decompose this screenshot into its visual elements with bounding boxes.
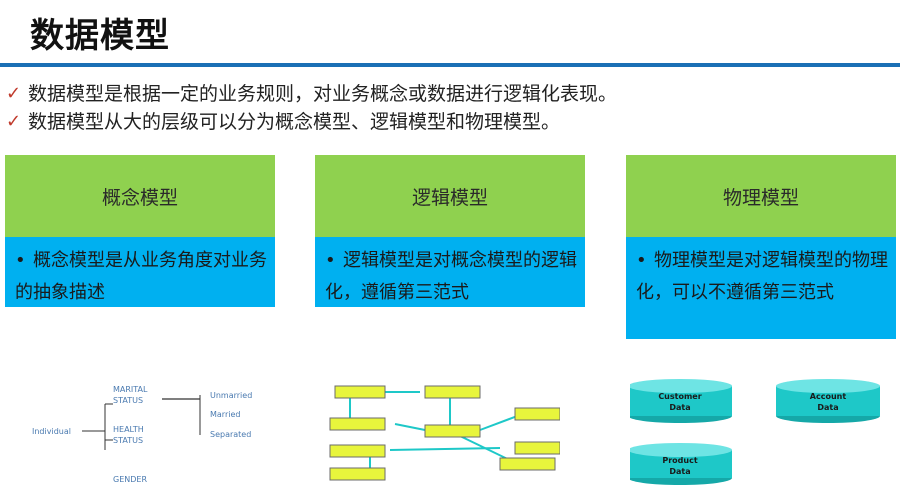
entity-box xyxy=(499,457,556,471)
physical-model-card: 物理模型 •物理模型是对逻辑模型的物理化，可以不遵循第三范式 xyxy=(626,155,896,339)
physical-model-heading: 物理模型 xyxy=(626,155,896,237)
database-icon: Product Data xyxy=(628,443,732,485)
check-icon: ✓ xyxy=(6,83,22,104)
individual-label: Individual xyxy=(32,427,71,436)
entity-box xyxy=(334,385,386,399)
status-label: STATUS xyxy=(113,436,143,445)
logical-model-card: 逻辑模型 •逻辑模型是对概念模型的逻辑化，遵循第三范式 xyxy=(315,155,585,307)
concept-model-card: 概念模型 •概念模型是从业务角度对业务的抽象描述 xyxy=(5,155,275,307)
entity-box xyxy=(514,407,561,421)
database-icon: Customer Data xyxy=(628,379,732,423)
intro-bullet-text: 数据模型是根据一定的业务规则，对业务概念或数据进行逻辑化表现。 xyxy=(28,83,618,105)
gender-label: GENDER xyxy=(113,475,147,484)
table-name: Data xyxy=(817,403,838,412)
bullet-dot: • xyxy=(636,250,647,271)
physical-model-text: 物理模型是对逻辑模型的物理化，可以不遵循第三范式 xyxy=(636,250,888,303)
value-label: Unmarried xyxy=(210,391,252,400)
entity-box xyxy=(329,467,386,481)
bullet-dot: • xyxy=(15,250,26,271)
entity-box xyxy=(514,441,561,455)
title-divider xyxy=(0,63,900,67)
concept-model-description: •概念模型是从业务角度对业务的抽象描述 xyxy=(5,237,275,307)
concept-model-text: 概念模型是从业务角度对业务的抽象描述 xyxy=(15,250,267,303)
concept-model-diagram: Individual MARITAL STATUS HEALTH STATUS … xyxy=(20,370,280,493)
physical-model-description: •物理模型是对逻辑模型的物理化，可以不遵循第三范式 xyxy=(626,237,896,339)
logical-model-description: •逻辑模型是对概念模型的逻辑化，遵循第三范式 xyxy=(315,237,585,307)
entity-box xyxy=(329,444,386,458)
database-icon: Account Data xyxy=(776,379,880,423)
marital-label: MARITAL xyxy=(113,385,148,394)
table-name: Data xyxy=(669,403,690,412)
entity-box xyxy=(424,424,481,438)
concept-model-heading: 概念模型 xyxy=(5,155,275,237)
value-label: Married xyxy=(210,410,240,419)
logical-model-heading: 逻辑模型 xyxy=(315,155,585,237)
intro-bullets: ✓ 数据模型是根据一定的业务规则，对业务概念或数据进行逻辑化表现。 ✓ 数据模型… xyxy=(6,80,617,136)
intro-bullet-text: 数据模型从大的层级可以分为概念模型、逻辑模型和物理模型。 xyxy=(28,111,561,133)
table-name: Data xyxy=(669,467,690,476)
page-title: 数据模型 xyxy=(30,16,170,56)
intro-bullet: ✓ 数据模型从大的层级可以分为概念模型、逻辑模型和物理模型。 xyxy=(6,108,617,136)
status-label: STATUS xyxy=(113,396,143,405)
bullet-dot: • xyxy=(325,250,336,271)
table-name: Account xyxy=(810,392,847,401)
table-name: Product xyxy=(662,456,697,465)
intro-bullet: ✓ 数据模型是根据一定的业务规则，对业务概念或数据进行逻辑化表现。 xyxy=(6,80,617,108)
logical-model-diagram xyxy=(320,370,561,493)
entity-box xyxy=(329,417,386,431)
table-name: Customer xyxy=(658,392,701,401)
physical-model-diagram: Customer Data Account Data Product Data xyxy=(628,370,895,493)
value-label: Separated xyxy=(210,430,251,439)
health-label: HEALTH xyxy=(113,425,144,434)
entity-box xyxy=(424,385,481,399)
logical-model-text: 逻辑模型是对概念模型的逻辑化，遵循第三范式 xyxy=(325,250,577,303)
check-icon: ✓ xyxy=(6,111,22,132)
